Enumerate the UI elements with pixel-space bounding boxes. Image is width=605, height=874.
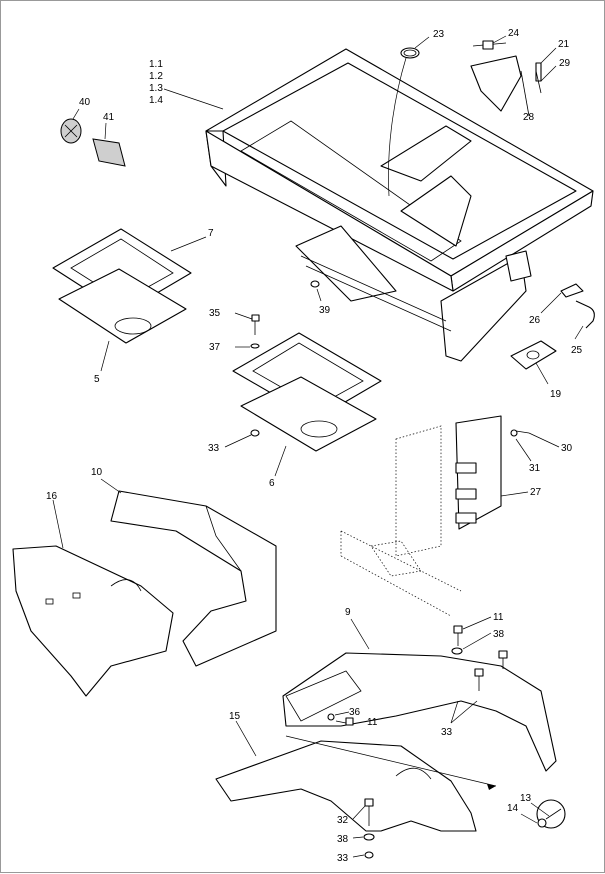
label-39: 39: [319, 305, 331, 316]
label-35: 35: [209, 308, 221, 319]
label-41: 41: [103, 112, 115, 123]
leader-lines: [52, 35, 584, 858]
bolts-11-38-upper: [451, 625, 508, 691]
dotted-chassis-outline: [340, 425, 462, 617]
reflector-40: [60, 118, 82, 144]
hopper-frame: [205, 48, 594, 362]
label-23: 23: [433, 29, 445, 40]
label-9: 9: [345, 607, 351, 618]
label-33-b: 33: [441, 727, 453, 738]
bolt-35: [250, 314, 260, 437]
label-40: 40: [79, 97, 91, 108]
ring-part-23: [388, 47, 420, 197]
guard-15: [215, 735, 497, 832]
label-1-4: 1.4: [149, 95, 163, 106]
bolt-32-38-33: [363, 798, 375, 859]
label-33-c: 33: [337, 853, 349, 864]
label-5: 5: [94, 374, 100, 385]
label-10: 10: [91, 467, 103, 478]
cover-plate-27: [455, 415, 530, 530]
label-14: 14: [507, 803, 519, 814]
label-33-a: 33: [208, 443, 220, 454]
detail-13-14: [536, 799, 566, 829]
label-1-3: 1.3: [149, 83, 163, 94]
label-11-b: 11: [367, 717, 378, 728]
pin-26-25: [510, 283, 595, 370]
label-7: 7: [208, 228, 214, 239]
label-37: 37: [209, 342, 221, 353]
cover-plate-5: [58, 268, 187, 344]
label-26: 26: [529, 315, 541, 326]
label-19: 19: [550, 389, 562, 400]
label-25: 25: [571, 345, 583, 356]
plate-41: [92, 138, 126, 167]
label-27: 27: [530, 487, 542, 498]
nut-39: [310, 280, 320, 288]
label-11-a: 11: [493, 612, 504, 623]
label-28: 28: [523, 112, 535, 123]
side-shield-16: [12, 545, 174, 697]
label-6: 6: [269, 478, 275, 489]
label-31: 31: [529, 463, 541, 474]
label-30: 30: [561, 443, 573, 454]
label-32: 32: [337, 815, 349, 826]
bolt-36-11: [327, 713, 354, 726]
label-24: 24: [508, 28, 520, 39]
callout-labels: 1.1 1.2 1.3 1.4 23 24 21 29 28 40 41 7 5…: [46, 28, 583, 864]
label-38-a: 38: [493, 629, 505, 640]
label-1-2: 1.2: [149, 71, 163, 82]
label-29: 29: [559, 58, 571, 69]
label-16: 16: [46, 491, 58, 502]
label-36: 36: [349, 707, 361, 718]
deflector-10: [110, 490, 277, 667]
frame-plate-6: [232, 332, 382, 452]
label-1-1: 1.1: [149, 59, 163, 70]
label-21: 21: [558, 39, 570, 50]
label-13: 13: [520, 793, 532, 804]
label-15: 15: [229, 711, 241, 722]
label-38-b: 38: [337, 834, 349, 845]
hinge-bracket-24-28: [470, 40, 542, 117]
